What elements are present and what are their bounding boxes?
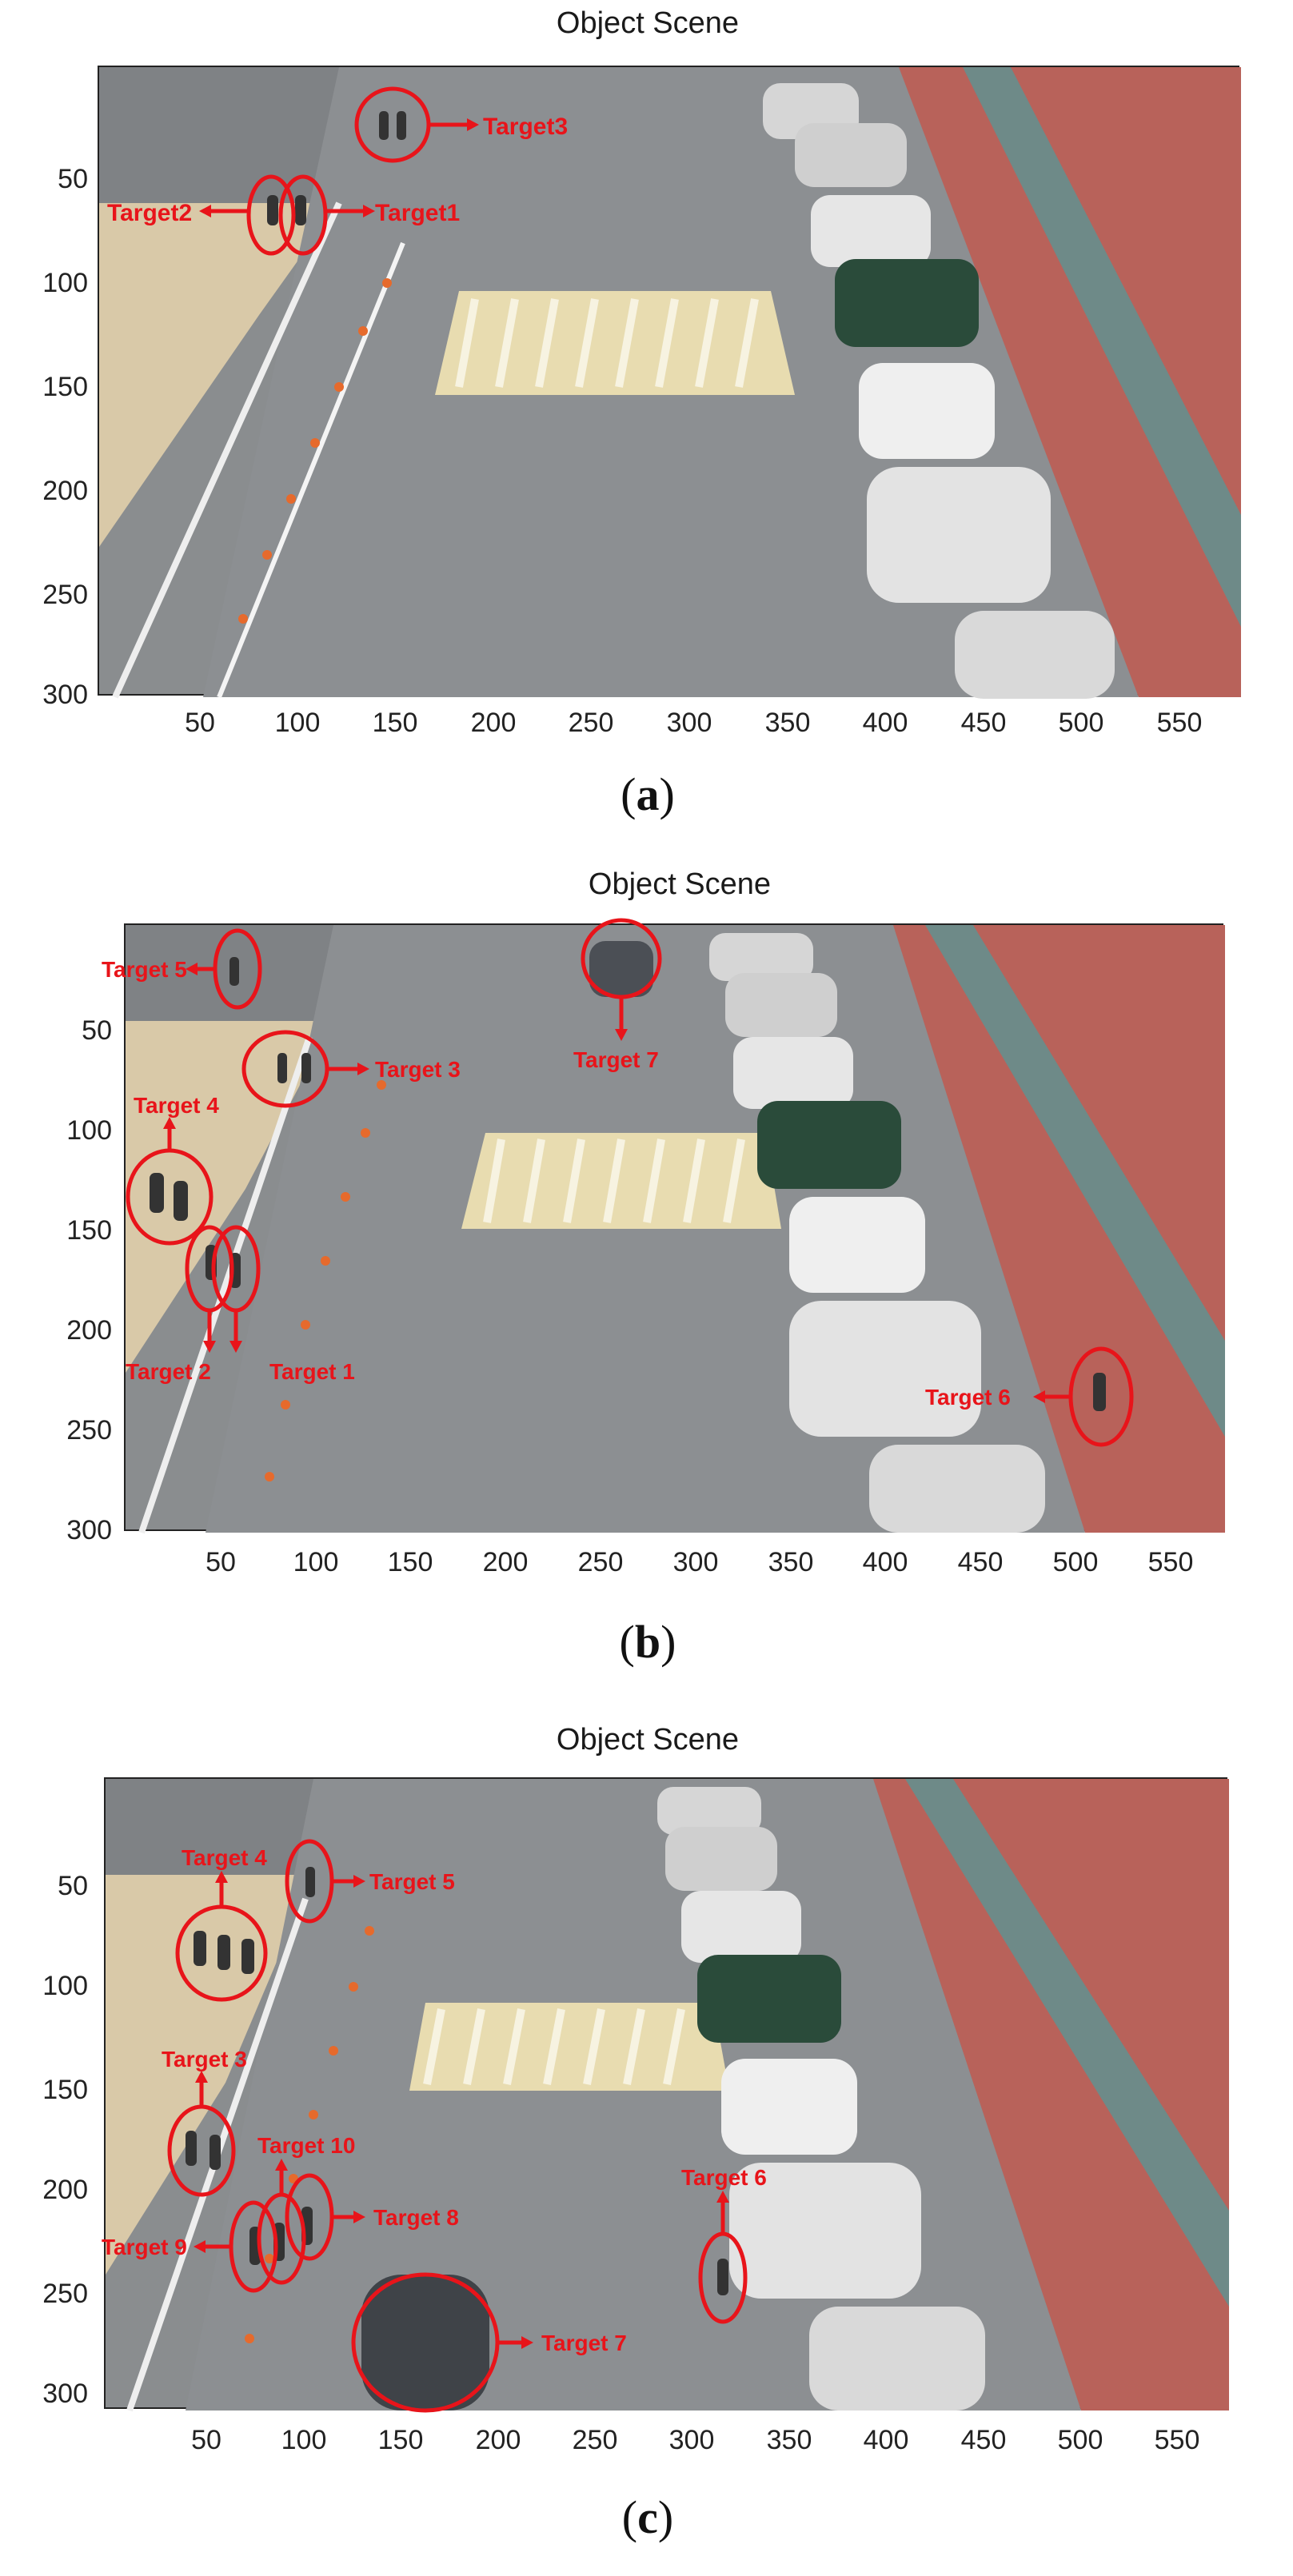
x-tick: 100 (274, 708, 321, 738)
target-label: Target 3 (162, 2047, 247, 2072)
target-label: Target1 (375, 200, 460, 226)
y-tick: 250 (42, 2279, 88, 2309)
target-label: Target 3 (375, 1057, 461, 1082)
y-tick: 150 (42, 372, 88, 402)
x-tick: 450 (960, 708, 1007, 738)
target-label: Target 10 (257, 2133, 355, 2158)
y-tick: 100 (42, 1971, 88, 2001)
target-label: Target 7 (573, 1047, 659, 1072)
x-tick: 450 (957, 1547, 1004, 1577)
y-tick: 300 (42, 680, 88, 710)
panel-caption: (b) (619, 1616, 676, 1668)
x-tick: 500 (1052, 1547, 1099, 1577)
x-tick: 50 (191, 2425, 221, 2455)
x-tick: 300 (672, 1547, 719, 1577)
x-tick: 300 (666, 708, 712, 738)
target-label: Target 2 (126, 1359, 211, 1384)
y-tick: 300 (42, 2379, 88, 2409)
x-tick: 550 (1147, 1547, 1194, 1577)
x-tick: 150 (372, 708, 418, 738)
x-tick: 550 (1154, 2425, 1200, 2455)
x-tick: 250 (572, 2425, 618, 2455)
caption-letter: c (637, 2491, 658, 2543)
panel-title: Object Scene (556, 1723, 740, 1757)
scene-drawing: Target 1 Target 2 Target 3 Target 4 Targ… (102, 918, 1225, 1534)
y-tick: 100 (66, 1115, 112, 1146)
x-tick: 200 (475, 2425, 521, 2455)
x-tick: 250 (568, 708, 614, 738)
target-ellipse (246, 174, 296, 256)
x-tick: 300 (668, 2425, 715, 2455)
panel-title: Object Scene (556, 6, 740, 40)
y-tick: 50 (58, 164, 88, 194)
x-tick: 350 (766, 2425, 812, 2455)
panel-c: Object Scene (0, 1715, 1293, 2576)
y-tick: 50 (58, 1871, 88, 1901)
target-label: Target 7 (541, 2331, 627, 2355)
y-tick: 250 (66, 1415, 112, 1446)
target-label: Target3 (483, 114, 568, 140)
caption-letter: a (636, 768, 660, 820)
target-ellipse (213, 928, 262, 1010)
x-tick: 400 (862, 1547, 908, 1577)
target-label: Target 4 (134, 1093, 219, 1118)
scene-drawing: Target 3 Target 4 Target 5 Target 6 Targ… (102, 1779, 1229, 2413)
target-label: Target 5 (369, 1869, 455, 1894)
target-label: Target2 (107, 200, 192, 226)
scene-image: Target1 Target2 Target3 (98, 66, 1241, 699)
target-label: Target 5 (102, 957, 187, 982)
x-tick: 550 (1156, 708, 1203, 738)
panel-caption: (a) (621, 768, 675, 820)
x-tick: 450 (960, 2425, 1007, 2455)
x-tick: 200 (482, 1547, 529, 1577)
target-label: Target 1 (269, 1359, 355, 1384)
target-ellipse (278, 174, 328, 256)
x-tick: 100 (281, 2425, 327, 2455)
y-tick: 100 (42, 268, 88, 298)
y-tick: 250 (42, 580, 88, 610)
x-tick: 150 (387, 1547, 433, 1577)
panel-title: Object Scene (588, 867, 772, 901)
x-tick: 200 (470, 708, 517, 738)
target-label: Target 9 (102, 2235, 187, 2259)
x-tick: 400 (862, 708, 908, 738)
x-tick: 150 (377, 2425, 424, 2455)
x-tick: 350 (764, 708, 811, 738)
y-tick: 200 (42, 476, 88, 506)
panel-caption: (c) (621, 2491, 674, 2543)
x-tick: 250 (577, 1547, 624, 1577)
x-tick: 500 (1058, 708, 1104, 738)
y-tick: 200 (66, 1315, 112, 1346)
caption-letter: b (634, 1616, 661, 1668)
x-tick: 50 (206, 1547, 236, 1577)
y-tick: 150 (66, 1215, 112, 1246)
target-label: Target 6 (925, 1385, 1011, 1410)
scene-drawing: Target1 Target2 Target3 (99, 67, 1241, 699)
x-tick: 350 (768, 1547, 814, 1577)
y-tick: 150 (42, 2075, 88, 2105)
scene-image: Target 1 Target 2 Target 3 Target 4 Targ… (102, 918, 1225, 1534)
x-tick: 50 (185, 708, 215, 738)
x-tick: 500 (1057, 2425, 1103, 2455)
y-tick: 300 (66, 1515, 112, 1545)
scene-image: Target 3 Target 4 Target 5 Target 6 Targ… (102, 1777, 1229, 2413)
panel-a: Object Scene (0, 0, 1293, 847)
x-tick: 100 (293, 1547, 339, 1577)
target-label: Target 8 (373, 2205, 459, 2230)
y-tick: 200 (42, 2175, 88, 2205)
target-label: Target 6 (681, 2165, 767, 2190)
y-tick: 50 (82, 1015, 112, 1046)
x-tick: 400 (863, 2425, 909, 2455)
target-label: Target 4 (182, 1845, 267, 1870)
panel-b: Object Scene (0, 859, 1293, 1707)
